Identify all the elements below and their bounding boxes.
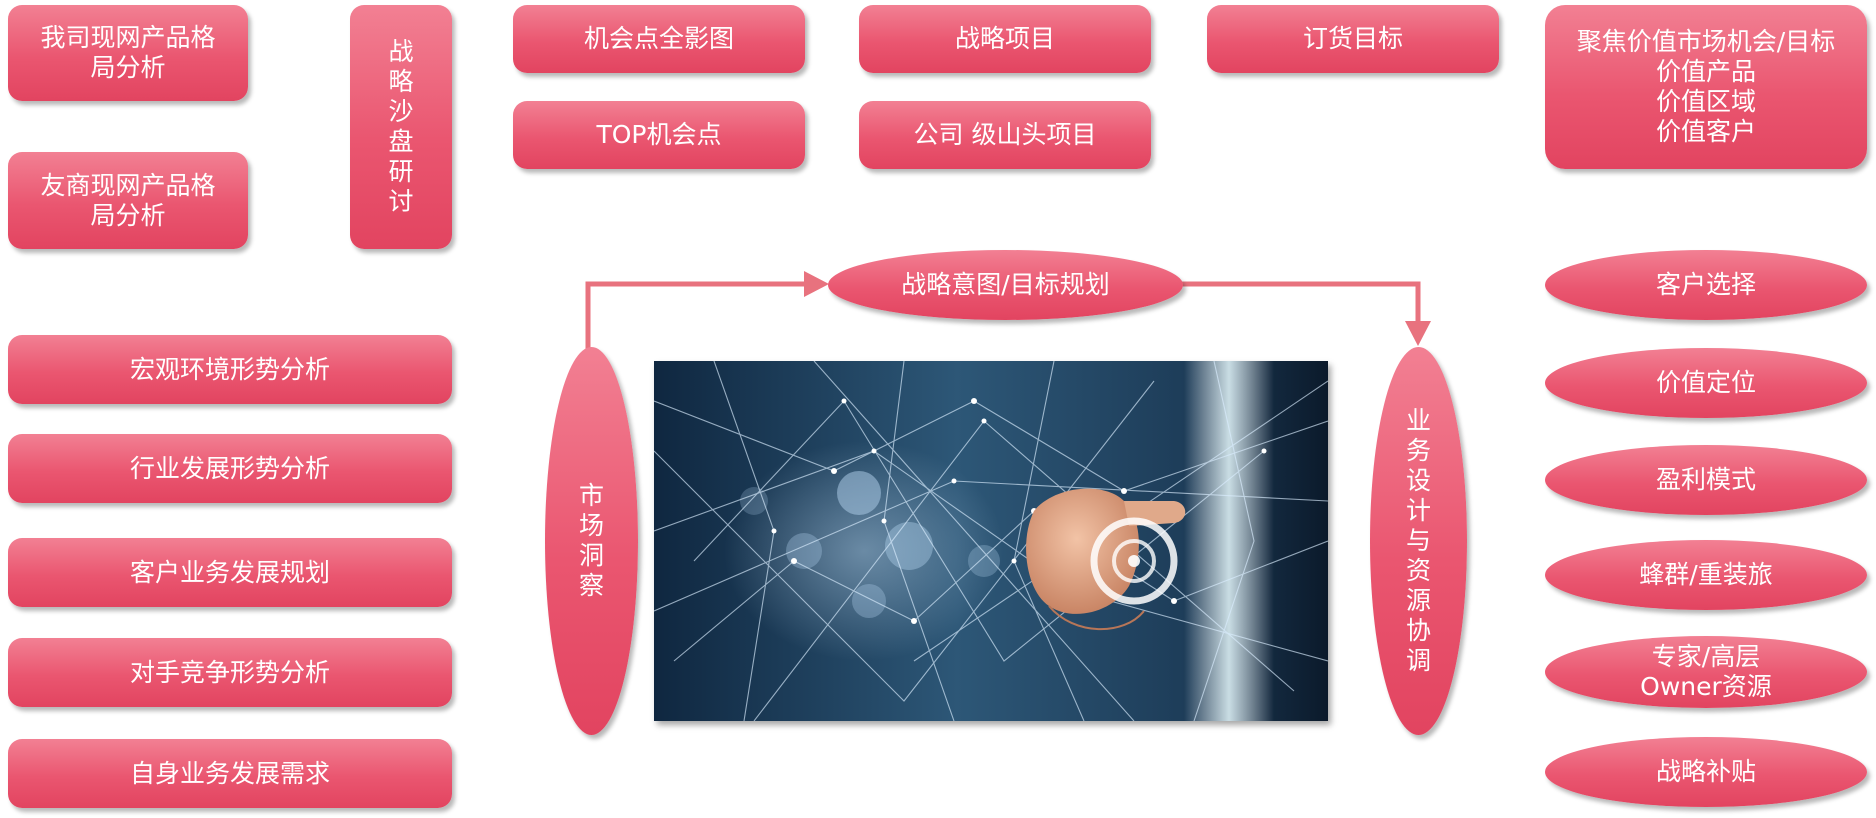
customer-selection-ellipse: 客户选择 — [1545, 250, 1867, 320]
swarm-brigade-ellipse: 蜂群/重装旅 — [1545, 540, 1867, 610]
order-target-label: 订货目标 — [1302, 24, 1403, 53]
market-insight-ellipse: 市场洞察 — [545, 347, 638, 735]
profit-model-ellipse: 盈利模式 — [1545, 445, 1867, 515]
strategic-project-label: 战略项目 — [954, 24, 1055, 53]
business-design-ellipse: 业务设计与资源协调 — [1370, 347, 1467, 735]
focus-value-box: 聚焦价值市场机会/目标 价值产品 价值区域 价值客户 — [1545, 5, 1867, 169]
competitor-analysis-label: 对手竞争形势分析 — [129, 657, 330, 687]
rival-portfolio-analysis-label: 友商现网产品格 局分析 — [40, 170, 216, 230]
market-insight-label: 市场洞察 — [578, 481, 604, 600]
rival-portfolio-analysis-box: 友商现网产品格 局分析 — [8, 152, 248, 249]
my-portfolio-analysis-label: 我司现网产品格 局分析 — [40, 23, 216, 82]
strategic-subsidy-ellipse: 战略补贴 — [1545, 737, 1867, 807]
macro-environment-box: 宏观环境形势分析 — [8, 335, 452, 404]
own-business-needs-label: 自身业务发展需求 — [129, 758, 330, 788]
value-positioning-label: 价值定位 — [1655, 368, 1756, 397]
top-opportunity-box: TOP机会点 — [513, 101, 805, 169]
company-level-project-box: 公司 级山头项目 — [859, 101, 1151, 169]
industry-development-box: 行业发展形势分析 — [8, 434, 452, 503]
competitor-analysis-box: 对手竞争形势分析 — [8, 638, 452, 707]
expert-owner-label: 专家/高层 Owner资源 — [1640, 642, 1772, 701]
value-positioning-ellipse: 价值定位 — [1545, 348, 1867, 418]
top-opportunity-label: TOP机会点 — [596, 120, 722, 149]
arrow-intent-to-design — [1180, 281, 1421, 325]
focus-value-label: 聚焦价值市场机会/目标 价值产品 价值区域 价值客户 — [1576, 27, 1836, 146]
macro-environment-label: 宏观环境形势分析 — [129, 354, 330, 384]
strategic-intent-label: 战略意图/目标规划 — [901, 270, 1110, 299]
customer-business-plan-label: 客户业务发展规划 — [129, 557, 330, 587]
arrow-market-to-intent — [585, 281, 808, 350]
strategic-intent-ellipse: 战略意图/目标规划 — [828, 250, 1183, 320]
strategy-sandtable-label: 战略沙盘研讨 — [388, 37, 414, 216]
profit-model-label: 盈利模式 — [1655, 465, 1756, 494]
business-design-label: 业务设计与资源协调 — [1405, 406, 1431, 675]
network-hand-touch-image — [654, 361, 1328, 721]
arrowhead-design — [1405, 321, 1431, 346]
arrowhead-intent — [804, 271, 829, 297]
customer-selection-label: 客户选择 — [1655, 270, 1756, 299]
customer-business-plan-box: 客户业务发展规划 — [8, 538, 452, 607]
swarm-brigade-label: 蜂群/重装旅 — [1639, 560, 1773, 589]
order-target-box: 订货目标 — [1207, 5, 1499, 73]
strategic-subsidy-label: 战略补贴 — [1655, 757, 1756, 786]
opportunity-map-label: 机会点全影图 — [583, 24, 734, 53]
company-level-project-label: 公司 级山头项目 — [913, 120, 1097, 149]
opportunity-map-box: 机会点全影图 — [513, 5, 805, 73]
own-business-needs-box: 自身业务发展需求 — [8, 739, 452, 808]
strategy-sandtable-box: 战略沙盘研讨 — [350, 5, 452, 249]
my-portfolio-analysis-box: 我司现网产品格 局分析 — [8, 5, 248, 101]
industry-development-label: 行业发展形势分析 — [129, 453, 330, 483]
expert-owner-ellipse: 专家/高层 Owner资源 — [1545, 636, 1867, 708]
strategic-project-box: 战略项目 — [859, 5, 1151, 73]
